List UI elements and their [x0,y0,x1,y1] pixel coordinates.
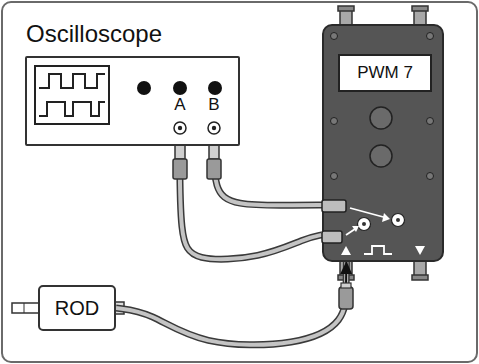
pwm-bottom-connector [338,261,428,280]
screw [427,118,434,125]
cable-core [180,146,322,259]
node-label: Oscilloscope [26,20,237,48]
scope-knob [137,81,151,95]
bnc-socket [212,126,216,130]
cable-plug [322,231,342,243]
channel-label-holder: A [170,95,190,115]
scope-knob [173,81,187,95]
rod-plug [341,283,351,288]
pwm-device: PWM 7 [322,24,444,262]
input-socket [358,218,371,231]
cable-plug [322,200,346,212]
node-label: ROD [55,296,99,320]
screw [331,118,338,125]
insert-arrow [352,226,359,232]
marking-triangle [341,246,351,255]
pwm-top-connector [412,6,428,11]
pwm-button [370,107,392,129]
bnc-plug [209,145,219,159]
channel-label: B [204,95,224,115]
scope-screen [35,66,109,124]
cable-layer [116,146,346,345]
bnc-socket [178,126,182,130]
cable-core [116,262,346,345]
bnc-socket [174,122,186,134]
screw [331,33,338,40]
square-wave [39,74,105,88]
rod-plug [339,287,353,309]
channel-label: A [170,95,190,115]
marking-triangle [415,246,425,255]
oscilloscope-box: Oscilloscope [25,56,240,146]
cable [180,146,322,259]
insert-arrow [382,213,390,222]
insert-arrow [350,208,387,218]
rod-sensor: ROD [38,285,116,331]
marking-pulse [364,246,392,254]
bnc-plug [207,159,221,179]
pwm-top-connector [338,6,354,11]
insert-arrow [346,229,355,235]
pwm-bottom-connector [412,275,428,280]
node-label: PWM 7 [338,54,432,92]
screw [331,173,338,180]
pwm-top-connector [338,6,428,25]
cable [214,146,322,205]
cable-outline [116,262,346,345]
cable-outline [214,146,322,205]
bnc-plug [175,145,185,159]
bnc-plug [173,159,187,179]
bnc-socket [208,122,220,134]
rod-plug [339,283,353,309]
scope-knob [208,81,222,95]
cable-core [214,146,322,205]
square-wave [39,102,105,116]
rod-shaft [24,303,25,313]
channel-label-holder: B [204,95,224,115]
rod-shaft [12,303,40,313]
screw [427,173,434,180]
input-socket [396,218,400,222]
cable [116,262,346,345]
cable-outline [180,146,322,259]
input-socket [392,214,405,227]
input-socket [362,222,366,226]
bnc-plug [173,145,221,179]
screw [427,33,434,40]
pwm-button [370,145,392,167]
arrow-line [345,262,347,286]
